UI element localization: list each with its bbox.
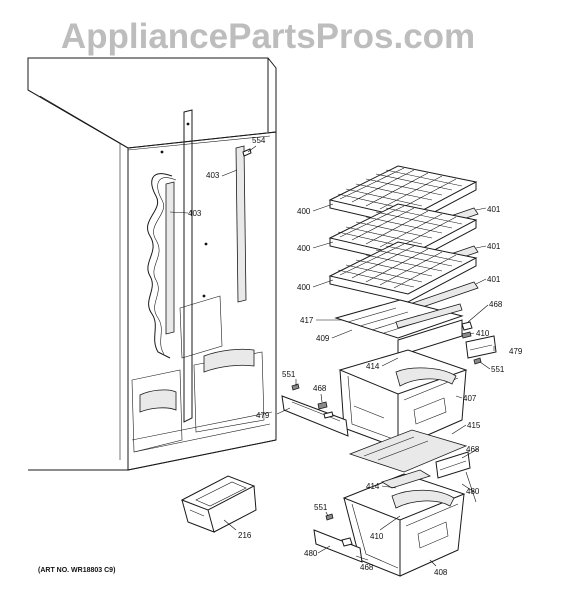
callout-410-lower: 410: [370, 532, 384, 541]
callout-401-top: 401: [487, 205, 501, 214]
callout-400-bottom-shelf: 400: [297, 283, 311, 292]
callout-468-bottom: 468: [360, 563, 374, 572]
callout-468-left: 468: [313, 384, 327, 393]
callout-407: 407: [463, 394, 477, 403]
crisper-cover-part: [334, 299, 464, 339]
art-number: (ART NO. WR18803 C9): [38, 567, 115, 574]
callout-409: 409: [316, 334, 330, 343]
callout-401-middle: 401: [487, 242, 501, 251]
slide-rail-part: [313, 529, 363, 563]
callout-417: 417: [300, 316, 314, 325]
dairy-bin-part: [180, 475, 257, 533]
glass-panel-part: [348, 429, 468, 473]
callout-408: 408: [434, 568, 448, 577]
callout-400-middle-shelf: 400: [297, 244, 311, 253]
callout-468-lower-right: 468: [466, 445, 480, 454]
leader-lines: [169, 145, 495, 567]
callout-403-left-rail: 403: [188, 209, 202, 218]
callout-479-right: 479: [509, 347, 523, 356]
callout-401-bottom: 401: [487, 275, 501, 284]
callout-216: 216: [238, 531, 252, 540]
callout-554: 554: [252, 136, 266, 145]
callout-labels: 554 403 403 400 400 400 401 401 401 468 …: [188, 136, 523, 577]
callout-551-right: 551: [491, 365, 505, 374]
callout-403-right-rail: 403: [206, 171, 220, 180]
callout-479-left: 479: [256, 411, 270, 420]
screw-part: [242, 148, 252, 157]
shelf-stack: [328, 165, 479, 313]
shelf-rail-part: [235, 145, 247, 303]
slide-rail-part: [465, 335, 497, 359]
callout-551-left: 551: [282, 370, 296, 379]
callout-551-lower: 551: [314, 503, 328, 512]
cabinet-illustration: [27, 57, 277, 471]
callout-414-upper: 414: [366, 362, 380, 371]
upper-crisper-drawer: [338, 349, 468, 449]
callout-415: 415: [467, 421, 481, 430]
lower-crisper-drawer: [342, 469, 466, 577]
callout-410-upper: 410: [476, 329, 490, 338]
slide-rail-part: [435, 451, 471, 479]
callout-480-right: 480: [466, 487, 480, 496]
watermark: AppliancePartsPros.com: [61, 17, 475, 56]
slide-rail-part: [281, 395, 349, 437]
callout-400-top-shelf: 400: [297, 207, 311, 216]
callout-414-lower: 414: [366, 482, 380, 491]
callout-468-upper: 468: [489, 300, 503, 309]
callout-480-left: 480: [304, 549, 318, 558]
